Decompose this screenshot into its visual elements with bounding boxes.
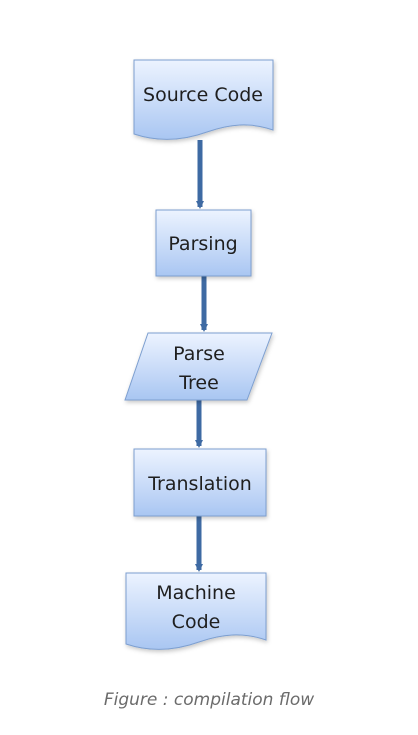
node-label: Parsing [168,233,237,255]
node-translation: Translation [133,448,267,517]
process-shape [155,209,252,277]
node-label-line-1: Machine [156,582,236,604]
node-label-line-2: Tree [178,372,219,394]
figure-caption: Figure : compilation flow [103,690,315,710]
node-label: Source Code [143,84,263,106]
node-source-code: Source Code [133,59,274,140]
node-label-line-2: Code [172,611,221,633]
node-parsing: Parsing [155,209,252,277]
compilation-flow-diagram: Source Code Parsing Parse Tree Translati… [124,59,274,650]
node-label-line-1: Parse [173,343,225,365]
data-parallelogram-shape [124,332,273,401]
document-shape [125,572,267,650]
node-label: Translation [147,473,252,495]
node-parse-tree: Parse Tree [124,332,273,401]
document-shape [133,59,274,140]
node-machine-code: Machine Code [125,572,267,650]
process-shape [133,448,267,517]
